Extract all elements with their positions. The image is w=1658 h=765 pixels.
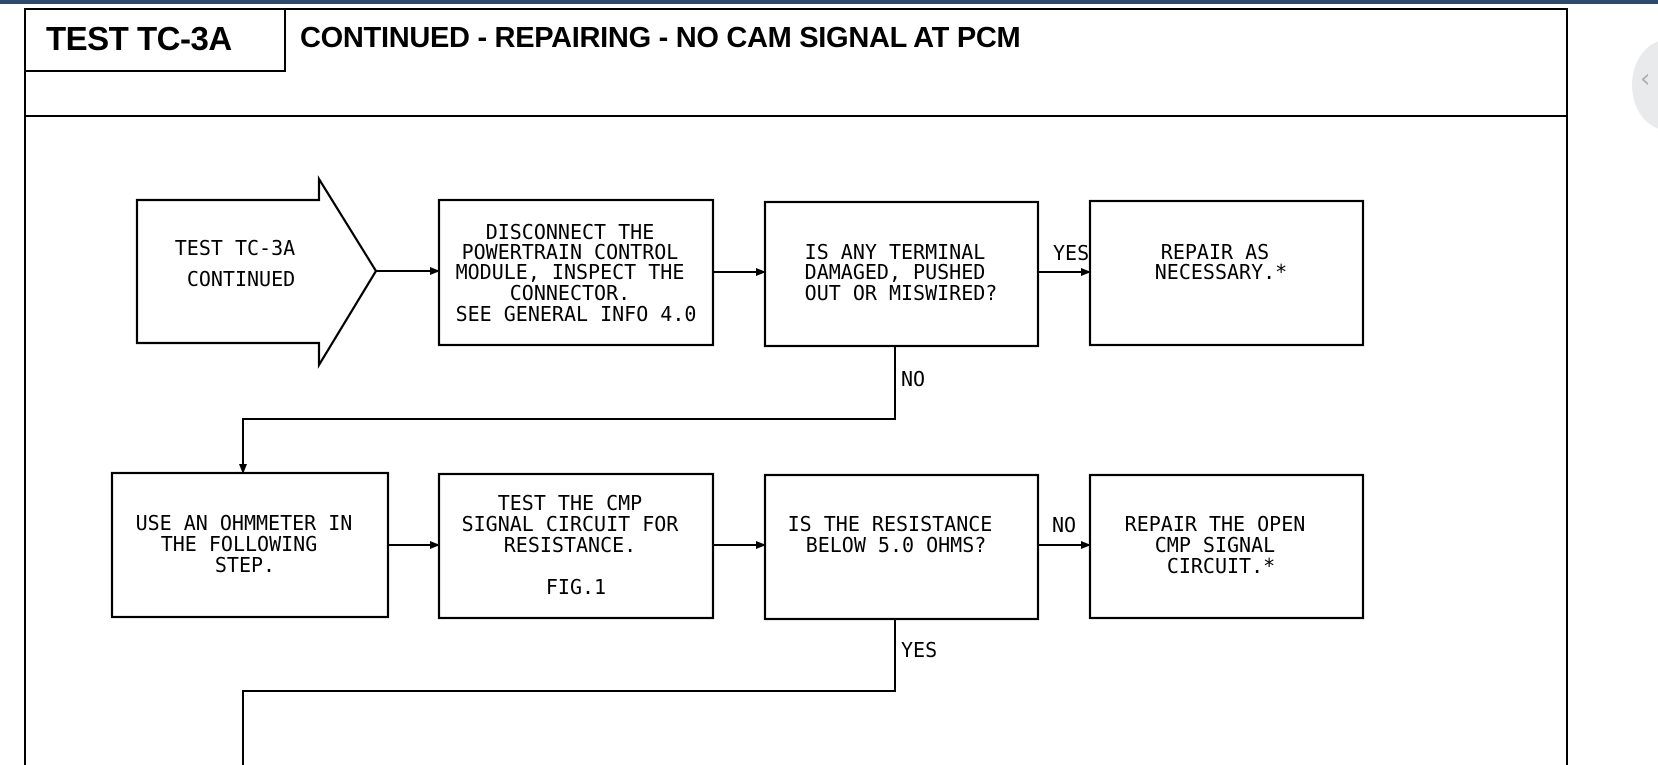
terminal-line-3: OUT OR MISWIRED? — [805, 281, 998, 305]
start-line-2: CONTINUED — [187, 267, 295, 291]
use-ohmmeter-node-text: USE AN OHMMETER IN THE FOLLOWING STEP. — [136, 511, 365, 577]
connector-terminal-no — [239, 346, 896, 474]
start-arrow-node — [135, 175, 378, 369]
repair-necessary-line-2: NECESSARY.* — [1155, 260, 1287, 284]
use-ohmmeter-node — [110, 471, 390, 619]
window-top-edge — [0, 0, 1658, 4]
repair-open-line-3: CIRCUIT.* — [1167, 554, 1275, 578]
terminal-check-node-text: IS ANY TERMINAL DAMAGED, PUSHED OUT OR M… — [805, 240, 998, 305]
test-id: TEST TC-3A — [46, 20, 232, 57]
test-id-box — [24, 8, 286, 72]
label-terminal-yes: YES — [1053, 241, 1089, 265]
repair-as-necessary-node — [1088, 199, 1365, 347]
terminal-line-2: DAMAGED, PUSHED — [805, 260, 986, 284]
repair-as-necessary-node-text: REPAIR AS NECESSARY.* — [1155, 240, 1287, 284]
label-resistance-yes: YES — [901, 638, 937, 662]
ohmmeter-line-1: USE AN OHMMETER IN — [136, 511, 353, 535]
disconnect-node-text: DISCONNECT THE POWERTRAIN CONTROL MODULE… — [456, 220, 697, 326]
diagnostic-page — [0, 4, 1570, 765]
test-cmp-node-text: TEST THE CMP SIGNAL CIRCUIT FOR RESISTAN… — [462, 491, 691, 599]
connector-resistance-yes — [242, 619, 896, 765]
flowchart: YES NO NO YES TEST TC-3A CONTINUED DISCO… — [110, 175, 1365, 765]
page-frame — [24, 8, 1568, 765]
page-title: CONTINUED - REPAIRING - NO CAM SIGNAL AT… — [300, 22, 1021, 54]
repair-open-line-1: REPAIR THE OPEN — [1125, 512, 1306, 536]
repair-open-line-2: CMP SIGNAL — [1155, 533, 1275, 557]
terminal-line-1: IS ANY TERMINAL — [805, 240, 986, 264]
label-terminal-no: NO — [901, 367, 925, 391]
ohmmeter-line-2: THE FOLLOWING — [161, 532, 318, 556]
test-cmp-line-1: TEST THE CMP — [498, 491, 643, 515]
resistance-line-2: BELOW 5.0 OHMS? — [806, 533, 987, 557]
chevron-icon: ‹ — [1640, 64, 1651, 94]
header-divider — [24, 115, 1568, 117]
disconnect-line-1: DISCONNECT THE — [486, 220, 655, 244]
test-cmp-line-3: RESISTANCE. — [504, 533, 636, 557]
label-resistance-no: NO — [1052, 513, 1076, 537]
resistance-check-node — [763, 473, 1040, 621]
disconnect-line-5: SEE GENERAL INFO 4.0 — [456, 302, 697, 326]
start-node-text: TEST TC-3A CONTINUED — [175, 236, 307, 291]
disconnect-node — [437, 198, 715, 347]
disconnect-line-3: MODULE, INSPECT THE — [456, 260, 685, 284]
ohmmeter-line-3: STEP. — [215, 553, 275, 577]
disconnect-line-4: CONNECTOR. — [510, 281, 630, 305]
right-gutter — [1570, 4, 1658, 765]
repair-open-node-text: REPAIR THE OPEN CMP SIGNAL CIRCUIT.* — [1125, 512, 1318, 578]
resistance-check-node-text: IS THE RESISTANCE BELOW 5.0 OHMS? — [788, 512, 1005, 557]
disconnect-line-2: POWERTRAIN CONTROL — [462, 240, 679, 264]
test-cmp-line-2: SIGNAL CIRCUIT FOR — [462, 512, 680, 536]
repair-necessary-line-1: REPAIR AS — [1161, 240, 1269, 264]
resistance-line-1: IS THE RESISTANCE — [788, 512, 993, 536]
terminal-check-node — [763, 200, 1040, 348]
test-cmp-line-5: FIG.1 — [546, 575, 606, 599]
repair-open-node — [1088, 473, 1365, 620]
start-line-1: TEST TC-3A — [175, 236, 295, 260]
